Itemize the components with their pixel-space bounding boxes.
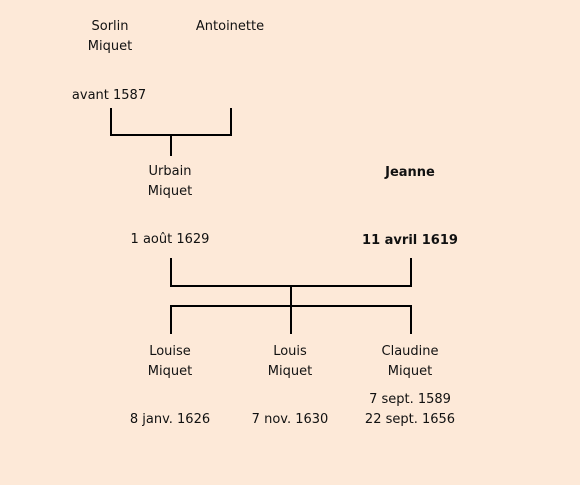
person-jeanne: Jeanne — [385, 163, 435, 183]
first-name: Louis — [273, 344, 307, 359]
person-urbain: Urbain Miquet — [148, 162, 192, 202]
last-name: Miquet — [87, 39, 133, 54]
union-line-sorlin-antoinette — [110, 108, 232, 156]
first-name: Claudine — [381, 344, 439, 359]
date-louis: 7 nov. 1630 — [251, 412, 329, 427]
date-louise: 8 janv. 1626 — [129, 412, 211, 427]
union-line-urbain-jeanne — [170, 258, 412, 306]
first-name: Urbain — [148, 164, 192, 179]
person-claudine: Claudine Miquet — [382, 342, 439, 382]
first-name: Sorlin — [91, 19, 129, 34]
person-antoinette: Antoinette — [196, 17, 264, 37]
first-name: Antoinette — [195, 19, 265, 34]
date-urbain: 1 août 1629 — [130, 232, 210, 247]
person-louis: Louis Miquet — [268, 342, 312, 382]
date-sorlin: avant 1587 — [71, 88, 147, 103]
last-name: Miquet — [267, 364, 313, 379]
birth-date-claudine: 7 sept. 1589 — [369, 392, 451, 407]
person-louise: Louise Miquet — [148, 342, 192, 382]
last-name: Miquet — [147, 184, 193, 199]
date-jeanne: 11 avril 1619 — [362, 233, 458, 248]
last-name: Miquet — [147, 364, 193, 379]
person-sorlin: Sorlin Miquet — [88, 17, 132, 57]
children-line — [170, 305, 412, 334]
first-name: Jeanne — [385, 165, 435, 180]
first-name: Louise — [149, 344, 191, 359]
last-name: Miquet — [387, 364, 433, 379]
date-claudine: 22 sept. 1656 — [364, 412, 456, 427]
